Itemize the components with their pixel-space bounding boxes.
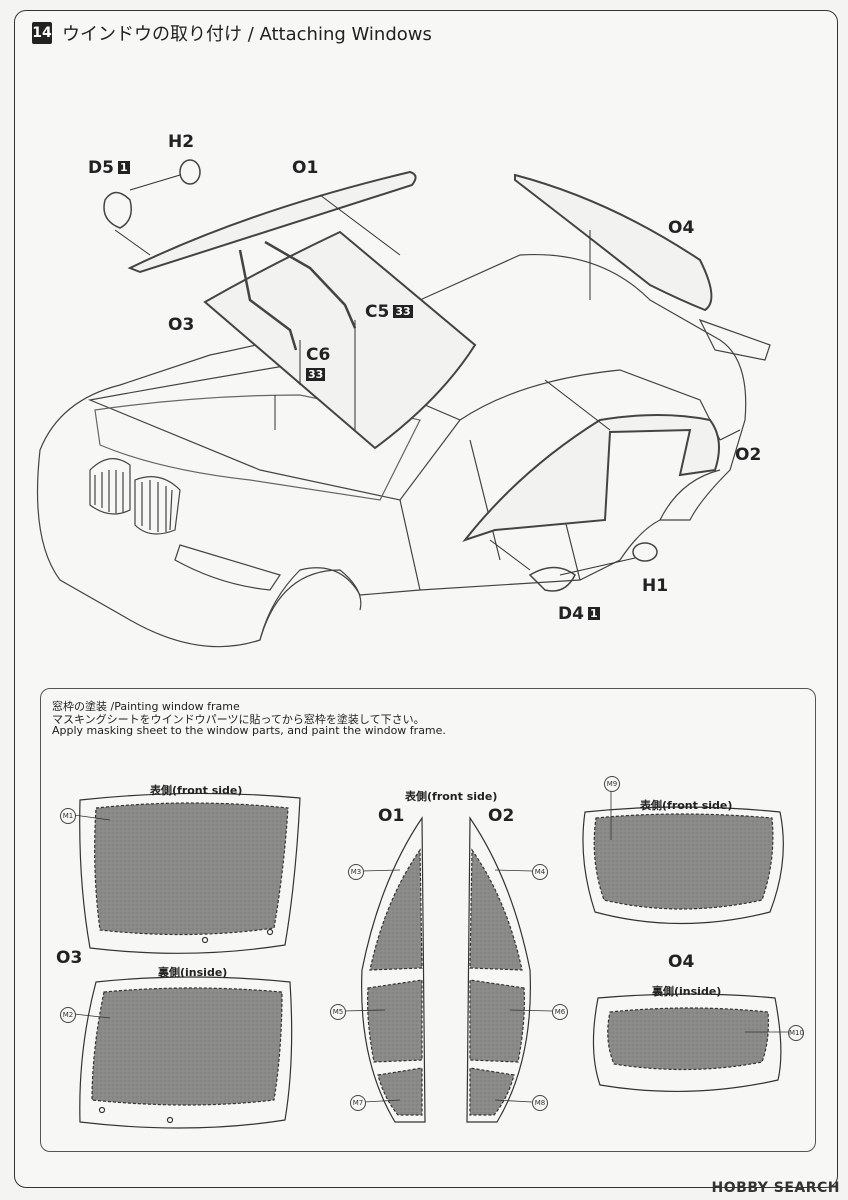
o4-masking-label: O4 bbox=[668, 952, 695, 972]
mask-code-m8: M8 bbox=[532, 1095, 548, 1111]
label-c6-text: C6 bbox=[306, 345, 331, 365]
o2-mask-top bbox=[469, 848, 523, 971]
car-headlight bbox=[174, 544, 281, 591]
o2-mask-bot bbox=[469, 1067, 515, 1116]
part-o2-shape bbox=[462, 414, 720, 543]
mask-code-m9: M9 bbox=[604, 776, 620, 792]
car-wheel-front bbox=[259, 569, 362, 641]
part-o1-shape bbox=[127, 170, 417, 274]
label-h1: H1 bbox=[642, 576, 669, 596]
o4-inside-mask bbox=[607, 1007, 769, 1071]
mask-code-m7: M7 bbox=[350, 1095, 366, 1111]
o1-o2-front-side-label: 表側(front side) bbox=[405, 790, 498, 803]
o1-mask-top bbox=[369, 848, 423, 971]
o3-front-mask bbox=[94, 802, 289, 936]
painting-line-en: Apply masking sheet to the window parts,… bbox=[52, 724, 446, 737]
painting-instructions-box bbox=[40, 688, 816, 1152]
part-d4-mirror bbox=[528, 566, 576, 592]
mask-code-m3: M3 bbox=[348, 864, 364, 880]
label-h2: H2 bbox=[168, 132, 195, 152]
painting-line-jp: マスキングシートをウインドウパーツに貼ってから窓枠を塗装して下さい。 bbox=[52, 713, 425, 726]
o4-inside-label: 裏側(inside) bbox=[652, 985, 722, 998]
part-h2-glass bbox=[179, 159, 201, 185]
car-rear-wing bbox=[698, 318, 771, 361]
painting-title: 窓枠の塗装 /Painting window frame bbox=[52, 700, 240, 713]
label-d5-text: D5 bbox=[88, 158, 114, 178]
o2-masking-label: O2 bbox=[488, 806, 515, 826]
o3-inside-label: 裏側(inside) bbox=[158, 966, 228, 979]
car-grille bbox=[89, 458, 181, 535]
o2-mask-mid bbox=[469, 979, 525, 1063]
mask-code-m6: M6 bbox=[552, 1004, 568, 1020]
label-o1: O1 bbox=[292, 158, 319, 178]
o1-masking-label: O1 bbox=[378, 806, 405, 826]
part-o4-shape bbox=[514, 173, 713, 312]
mask-code-m4: M4 bbox=[532, 864, 548, 880]
label-o4: O4 bbox=[668, 218, 695, 238]
label-d4-tag: 1 bbox=[587, 607, 600, 620]
label-o2: O2 bbox=[735, 445, 762, 465]
car-roof-line bbox=[459, 369, 721, 441]
o4-front-mask bbox=[593, 813, 774, 910]
part-h1-glass bbox=[632, 542, 658, 562]
o3-front-side-label: 表側(front side) bbox=[150, 784, 243, 797]
o1-mask-mid bbox=[367, 979, 423, 1063]
label-c5-text: C5 bbox=[365, 302, 390, 322]
o3-inside-mask bbox=[91, 987, 283, 1106]
label-d5-tag: 1 bbox=[117, 161, 130, 174]
step-title: ウインドウの取り付け / Attaching Windows bbox=[62, 24, 432, 45]
watermark: HOBBY SEARCH bbox=[711, 1180, 840, 1196]
o4-front-side-label: 表側(front side) bbox=[640, 799, 733, 812]
mask-code-m10: M10 bbox=[788, 1025, 804, 1041]
mask-code-m5: M5 bbox=[330, 1004, 346, 1020]
label-c6-tag: 33 bbox=[306, 368, 326, 381]
car-engine-bay bbox=[94, 394, 421, 501]
mask-code-m2: M2 bbox=[60, 1007, 76, 1023]
label-d4-text: D4 bbox=[558, 604, 584, 624]
o1-mask-bot bbox=[377, 1067, 423, 1116]
o3-masking-label: O3 bbox=[56, 948, 83, 968]
label-c5-tag: 33 bbox=[393, 305, 413, 318]
part-wiper-c6 bbox=[238, 249, 298, 351]
part-wiper-c5 bbox=[264, 240, 357, 329]
label-o3: O3 bbox=[168, 315, 195, 335]
step-number-badge: 14 bbox=[32, 22, 52, 44]
car-wheel-rear bbox=[659, 469, 721, 521]
part-o3-shape bbox=[203, 230, 477, 450]
part-d5-mirror bbox=[103, 191, 132, 229]
mask-code-m1: M1 bbox=[60, 808, 76, 824]
